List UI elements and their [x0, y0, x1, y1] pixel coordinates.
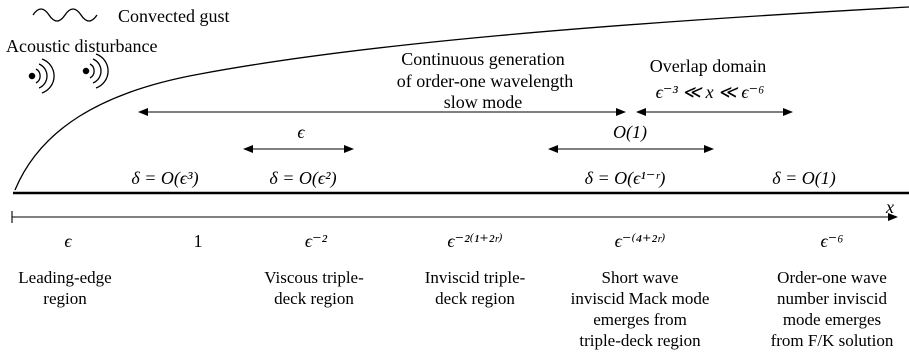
convected-gust-wave-icon [32, 8, 98, 22]
tick-epsilon: ϵ [64, 231, 72, 251]
region-order-one-line-3: mode emerges [783, 310, 881, 329]
region-short-wave-line-4: triple-deck region [579, 331, 701, 350]
region-inviscid-triple-deck-line-2: deck region [435, 289, 515, 308]
x-axis-label: x [885, 197, 894, 217]
delta-viscous-triple-deck: δ = O(ϵ²) [269, 168, 336, 189]
acoustic-disturbance-label: Acoustic disturbance [6, 36, 157, 56]
region-viscous-triple-deck-line-2: deck region [274, 289, 354, 308]
continuous-generation-line-2: of order-one wavelength [397, 71, 574, 91]
boundary-layer-edge [14, 6, 909, 191]
continuous-generation-line-3: slow mode [444, 92, 523, 112]
region-short-wave-line-3: emerges from [593, 310, 687, 329]
delta-short-wave: δ = O(ϵ¹⁻ʳ) [585, 168, 666, 189]
overlap-inequality: ϵ⁻³ ≪ x ≪ ϵ⁻⁶ [656, 82, 765, 102]
region-inviscid-triple-deck-line-1: Inviscid triple- [425, 268, 526, 287]
tick-epsilon-minus-6: ϵ⁻⁶ [820, 231, 843, 251]
tick-epsilon-minus-2-1-2r: ϵ⁻²⁽¹⁺²ʳ⁾ [447, 231, 502, 251]
delta-order-one: δ = O(1) [772, 168, 836, 189]
delta-leading-edge: δ = O(ϵ³) [131, 168, 198, 189]
acoustic-source-icon [82, 53, 109, 89]
acoustic-source-icon [28, 58, 55, 94]
region-short-wave-line-1: Short wave [602, 268, 679, 287]
tick-one: 1 [194, 231, 203, 251]
epsilon-interval-label: ϵ [297, 122, 305, 142]
region-viscous-triple-deck-line-1: Viscous triple- [264, 268, 364, 287]
tick-epsilon-minus-2: ϵ⁻² [305, 231, 328, 251]
order-one-interval-label: O(1) [613, 122, 647, 143]
tick-epsilon-minus-4-2r: ϵ⁻⁽⁴⁺²ʳ⁾ [615, 231, 666, 251]
continuous-generation-line-1: Continuous generation [401, 49, 564, 69]
region-short-wave-line-2: inviscid Mack mode [571, 289, 710, 308]
region-leading-edge-line-2: region [43, 289, 87, 308]
convected-gust-label: Convected gust [118, 6, 229, 26]
region-leading-edge-line-1: Leading-edge [18, 268, 111, 287]
region-order-one-line-2: number inviscid [777, 289, 888, 308]
overlap-domain-title: Overlap domain [650, 56, 766, 76]
region-order-one-line-4: from F/K solution [771, 331, 894, 350]
region-order-one-line-1: Order-one wave [777, 268, 887, 287]
